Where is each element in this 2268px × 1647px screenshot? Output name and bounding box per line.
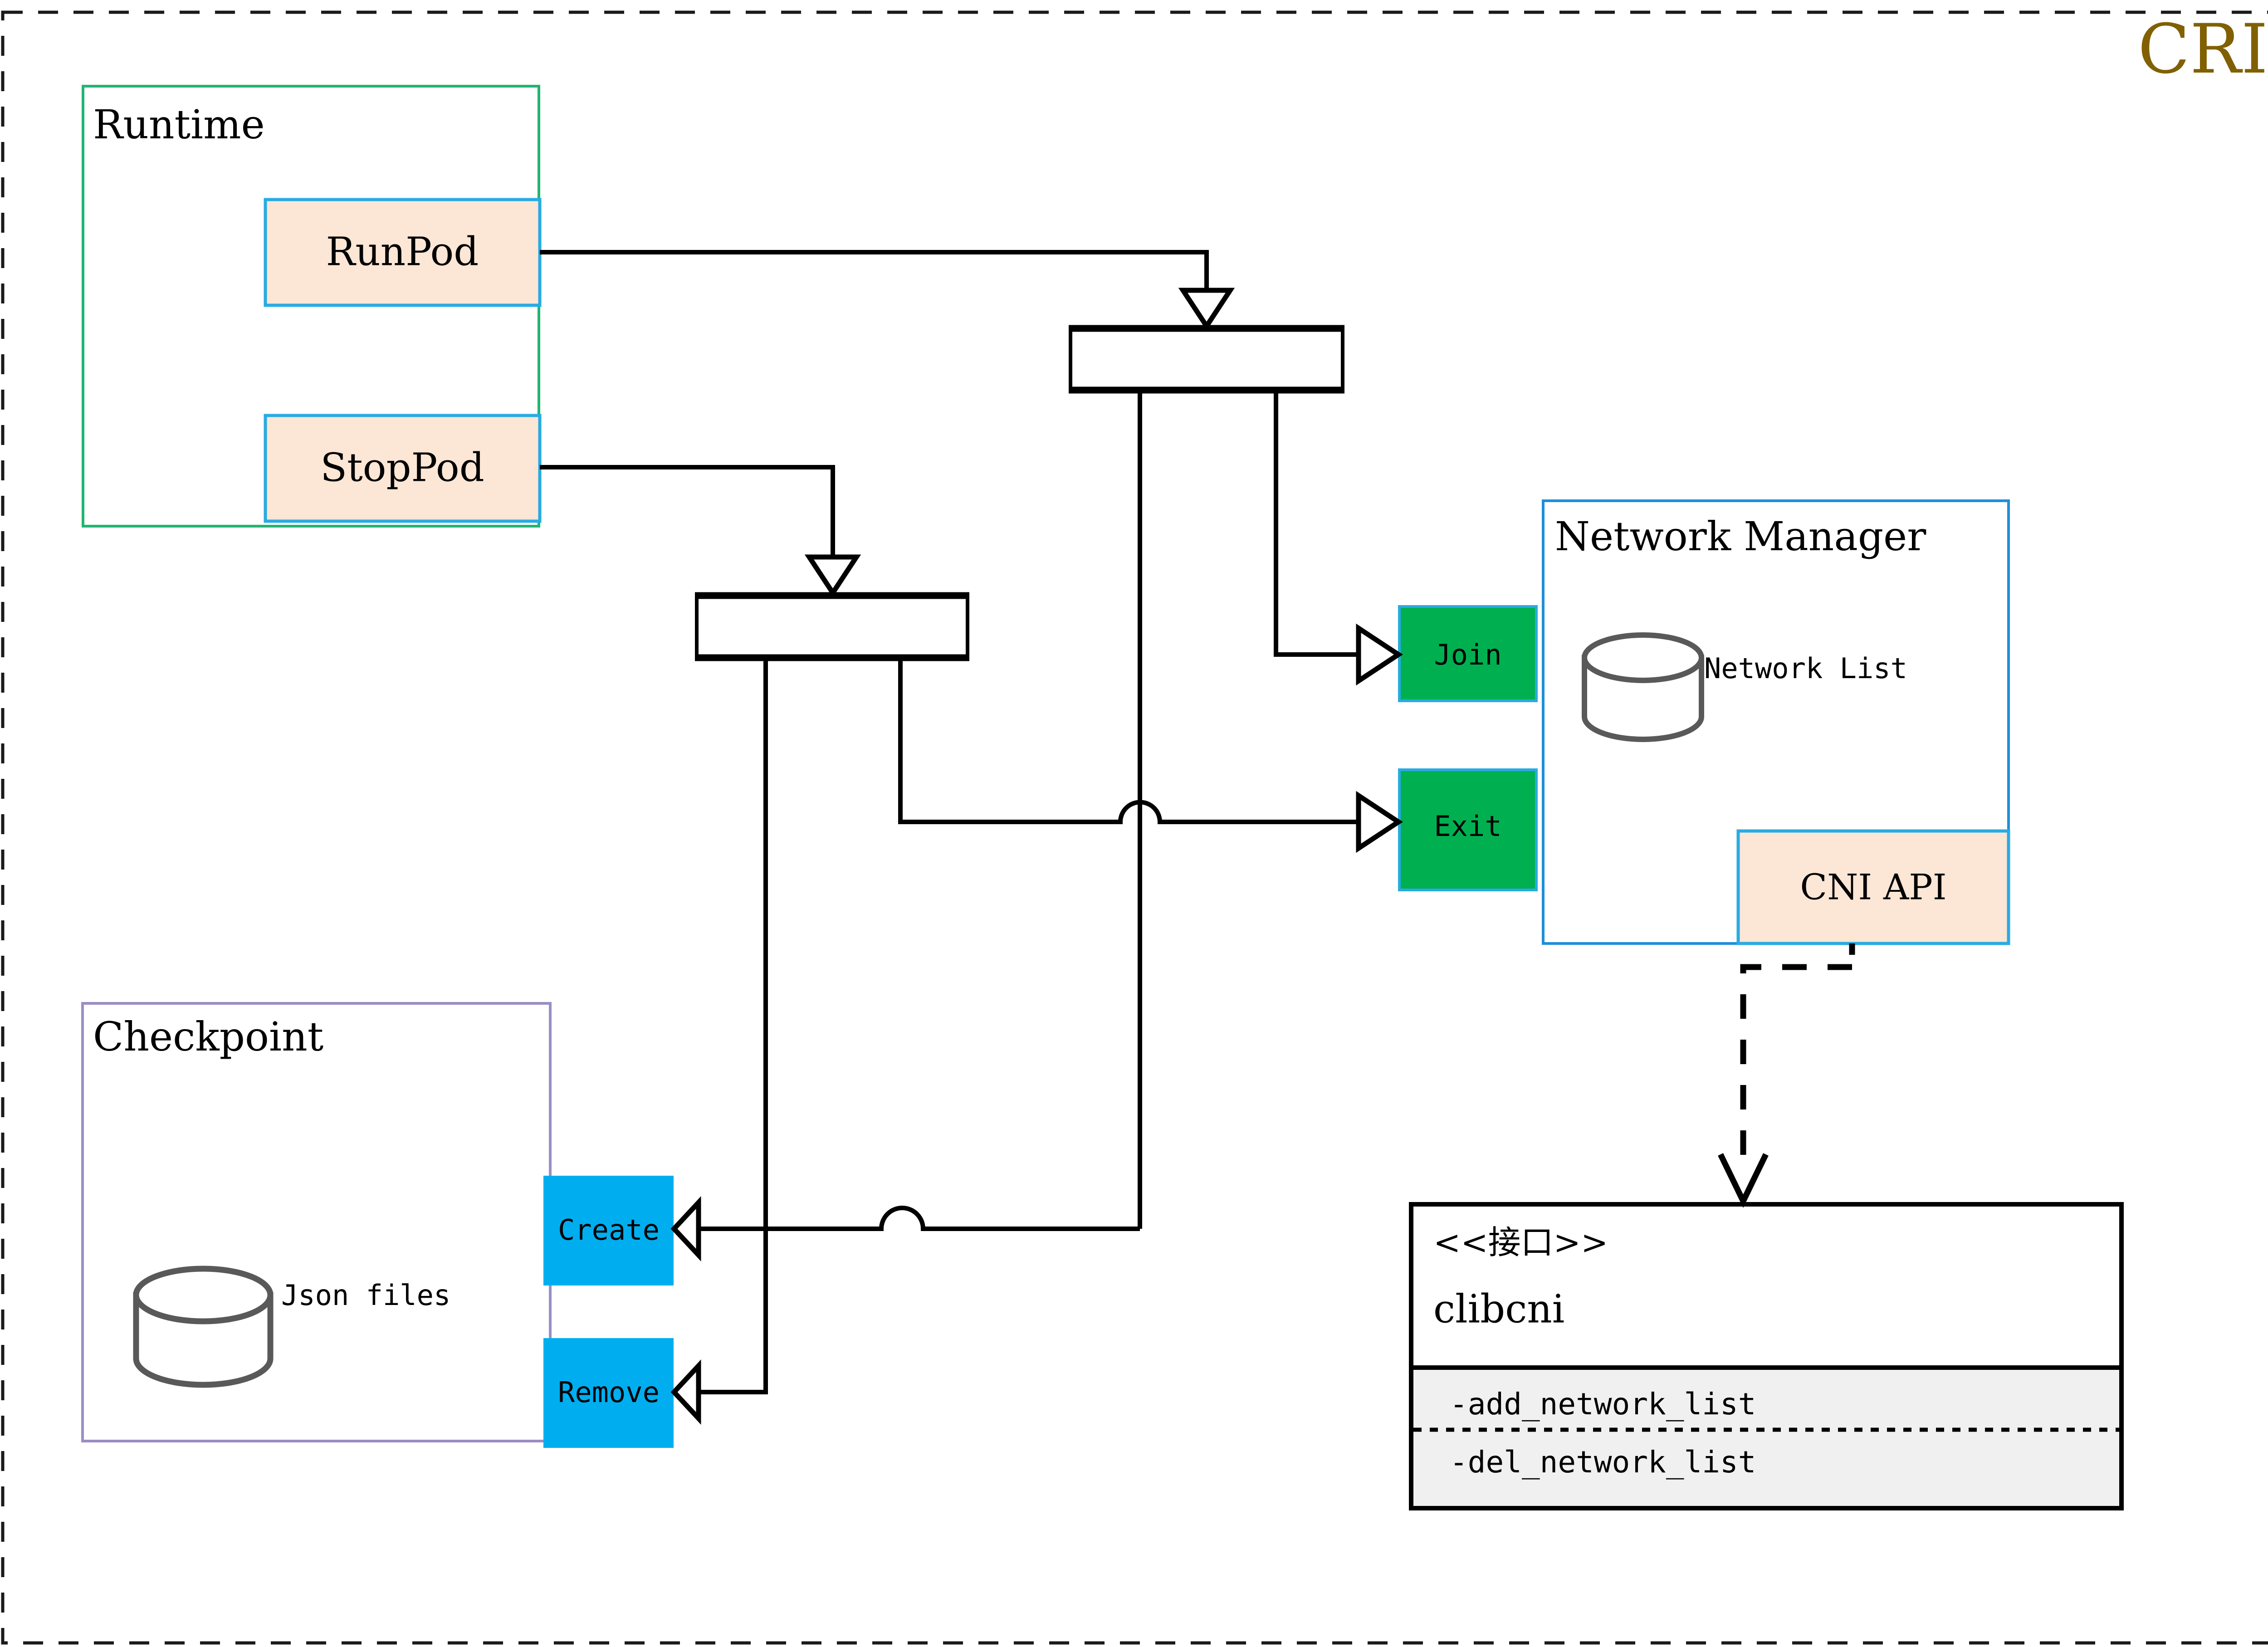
join-label: Join [1434, 638, 1501, 671]
connector-runpod-to-fork [540, 250, 1235, 331]
exit-label: Exit [1434, 810, 1501, 843]
page-title: CRI [2138, 10, 2268, 89]
stoppod-label: StopPod [320, 445, 484, 491]
runpod-label: RunPod [326, 230, 479, 275]
network-list-database-icon [1582, 632, 1704, 742]
connector-fork-to-remove [670, 659, 768, 1425]
exit-box[interactable] [1398, 768, 1538, 891]
remove-label: Remove [558, 1376, 660, 1409]
connector-cniapi-to-clibcni [1718, 943, 1855, 1208]
runpod-box[interactable] [264, 198, 542, 307]
checkpoint-group-label: Checkpoint [93, 1013, 323, 1060]
connector-fork-to-create [670, 391, 1142, 1261]
connector-stoppod-to-fork [540, 465, 861, 598]
network-manager-group-label: Network Manager [1555, 513, 1926, 560]
clibcni-operation-0: -add_network_list [1450, 1387, 1756, 1422]
create-box[interactable] [543, 1176, 674, 1285]
remove-box[interactable] [543, 1338, 674, 1448]
cni-api-box[interactable] [1736, 829, 2010, 945]
clibcni-operations-compartment [1413, 1368, 2119, 1506]
create-label: Create [558, 1213, 660, 1246]
cri-boundary-frame [1, 10, 2268, 1645]
network-list-label: Network List [1704, 652, 1907, 685]
runtime-group-label: Runtime [93, 101, 265, 148]
cni-api-label: CNI API [1800, 867, 1946, 908]
connector-fork-to-join [1274, 391, 1403, 686]
json-files-database-icon [133, 1266, 274, 1388]
json-files-label: Json files [281, 1279, 450, 1312]
clibcni-name: clibcni [1433, 1287, 1564, 1332]
clibcni-interface-outline [1409, 1202, 2124, 1510]
clibcni-stereotype: <<接口>> [1433, 1223, 1608, 1261]
fork-bar-stoppod [695, 592, 969, 661]
fork-bar-runpod [1069, 325, 1344, 394]
stoppod-box[interactable] [264, 414, 542, 523]
clibcni-operation-1: -del_network_list [1450, 1445, 1756, 1480]
connector-fork-to-exit [898, 659, 1403, 853]
